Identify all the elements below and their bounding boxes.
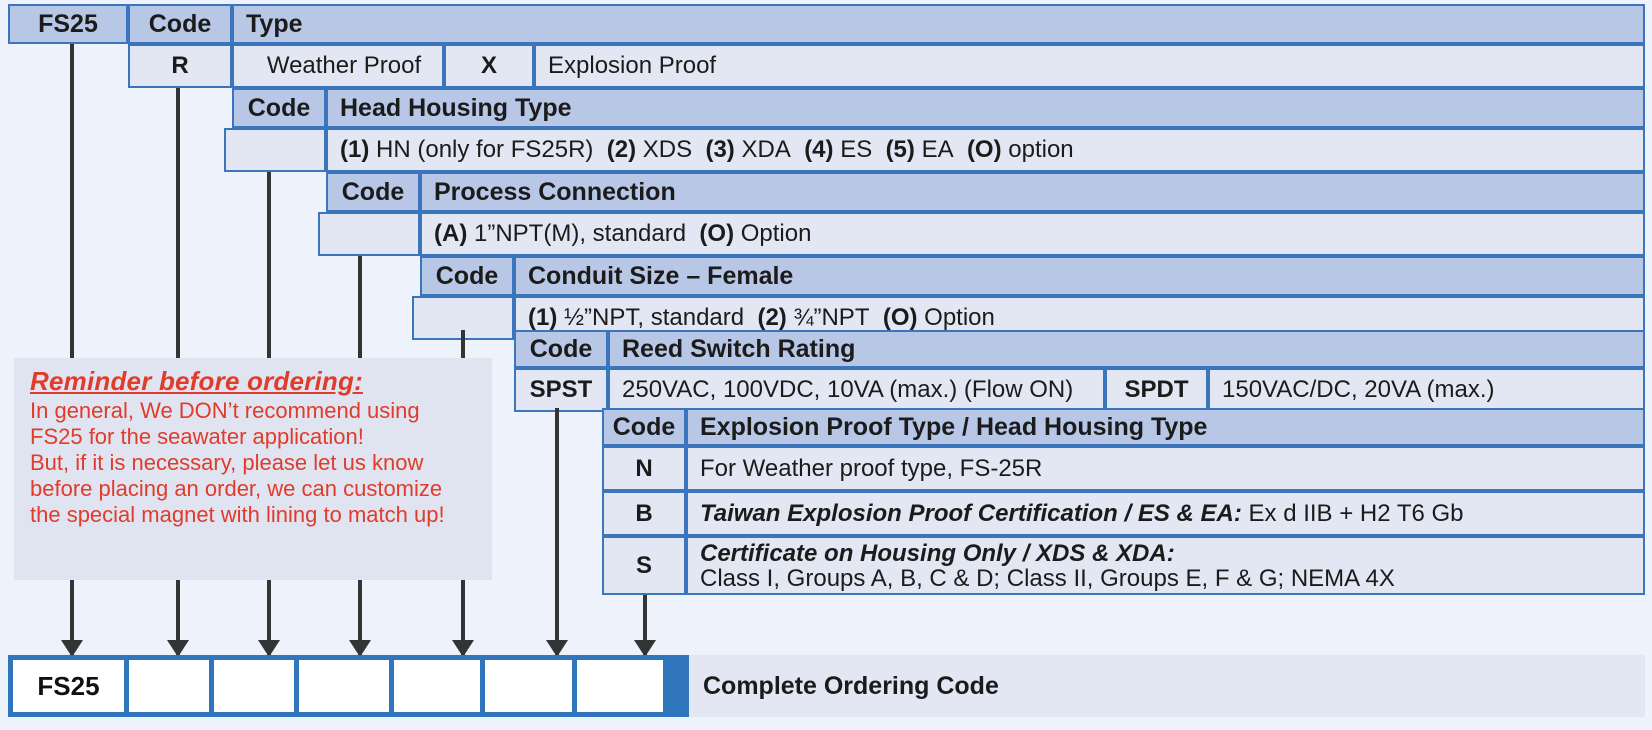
type-title: Type: [232, 4, 1645, 44]
connector-line-7: [643, 595, 647, 656]
model-header: FS25: [8, 4, 128, 44]
reminder-line-2: FS25 for the seawater application!: [30, 424, 364, 449]
connector-line-1: [70, 44, 74, 656]
connector-line-6: [555, 408, 559, 656]
process-connection-code-spacer: [318, 212, 420, 256]
type-option-text-x: Explosion Proof: [534, 44, 1645, 88]
reed-switch-title: Reed Switch Rating: [608, 330, 1645, 368]
explosion-proof-text-b: Taiwan Explosion Proof Certification / E…: [686, 491, 1645, 536]
reed-switch-code-spst: SPST: [514, 368, 608, 412]
ordering-code-row: FS25: [8, 655, 689, 717]
process-connection-title: Process Connection: [420, 172, 1645, 212]
arrow-1: [61, 640, 83, 657]
reminder-line-1: In general, We DON’t recommend using: [30, 398, 420, 423]
explosion-proof-text-s: Certificate on Housing Only / XDS & XDA:…: [686, 536, 1645, 595]
explosion-proof-code-header: Code: [602, 408, 686, 446]
conduit-size-code-header: Code: [420, 256, 514, 296]
reminder-line-3: But, if it is necessary, please let us k…: [30, 450, 424, 475]
reminder-line-4: before placing an order, we can customiz…: [30, 476, 443, 501]
explosion-proof-code-n: N: [602, 446, 686, 491]
reminder-line-5: the special magnet with lining to match …: [30, 502, 445, 527]
head-housing-code-spacer: [224, 128, 326, 172]
ordering-box-4[interactable]: [299, 660, 394, 712]
explosion-proof-s-detail: Class I, Groups A, B, C & D; Class II, G…: [700, 564, 1395, 592]
explosion-proof-b-emphasis: Taiwan Explosion Proof Certification / E…: [700, 499, 1242, 527]
arrow-5: [452, 640, 474, 657]
reed-switch-code-header: Code: [514, 330, 608, 368]
type-option-code-x: X: [444, 44, 534, 88]
head-housing-options: (1) HN (only for FS25R) (2) XDS (3) XDA …: [326, 128, 1645, 172]
arrow-4: [349, 640, 371, 657]
reed-switch-code-spdt: SPDT: [1105, 368, 1208, 412]
ordering-box-6[interactable]: [485, 660, 577, 712]
explosion-proof-code-b: B: [602, 491, 686, 536]
explosion-proof-code-s: S: [602, 536, 686, 595]
reminder-title: Reminder before ordering:: [30, 366, 363, 396]
ordering-box-7[interactable]: [577, 660, 663, 712]
reminder-box: Reminder before ordering: In general, We…: [14, 358, 492, 580]
process-connection-options-text: (A) 1”NPT(M), standard (O) Option: [434, 220, 812, 247]
explosion-proof-s-emphasis: Certificate on Housing Only / XDS & XDA:: [700, 539, 1175, 567]
ordering-box-5[interactable]: [394, 660, 485, 712]
ordering-box-1[interactable]: FS25: [13, 660, 129, 712]
process-connection-code-header: Code: [326, 172, 420, 212]
head-housing-title: Head Housing Type: [326, 88, 1645, 128]
type-code-header: Code: [128, 4, 232, 44]
conduit-size-title: Conduit Size – Female: [514, 256, 1645, 296]
explosion-proof-b-detail: Ex d IIB + H2 T6 Gb: [1248, 499, 1464, 527]
ordering-box-3[interactable]: [214, 660, 299, 712]
head-housing-code-header: Code: [232, 88, 326, 128]
process-connection-options: (A) 1”NPT(M), standard (O) Option: [420, 212, 1645, 256]
explosion-proof-title: Explosion Proof Type / Head Housing Type: [686, 408, 1645, 446]
arrow-3: [258, 640, 280, 657]
type-option-text-r: Weather Proof: [232, 44, 444, 88]
type-option-code-r: R: [128, 44, 232, 88]
reed-switch-text-spdt: 150VAC/DC, 20VA (max.): [1208, 368, 1645, 412]
arrow-2: [167, 640, 189, 657]
reed-switch-text-spst: 250VAC, 100VDC, 10VA (max.) (Flow ON): [608, 368, 1105, 412]
explosion-proof-text-n: For Weather proof type, FS-25R: [686, 446, 1645, 491]
explosion-proof-b-line: Taiwan Explosion Proof Certification / E…: [700, 500, 1464, 528]
ordering-box-2[interactable]: [129, 660, 214, 712]
arrow-6: [546, 640, 568, 657]
head-housing-options-text: (1) HN (only for FS25R) (2) XDS (3) XDA …: [340, 136, 1074, 163]
conduit-size-options-text: (1) ½”NPT, standard (2) ¾”NPT (O) Option: [528, 304, 995, 331]
ordering-code-label: Complete Ordering Code: [689, 655, 1645, 717]
arrow-7: [634, 640, 656, 657]
